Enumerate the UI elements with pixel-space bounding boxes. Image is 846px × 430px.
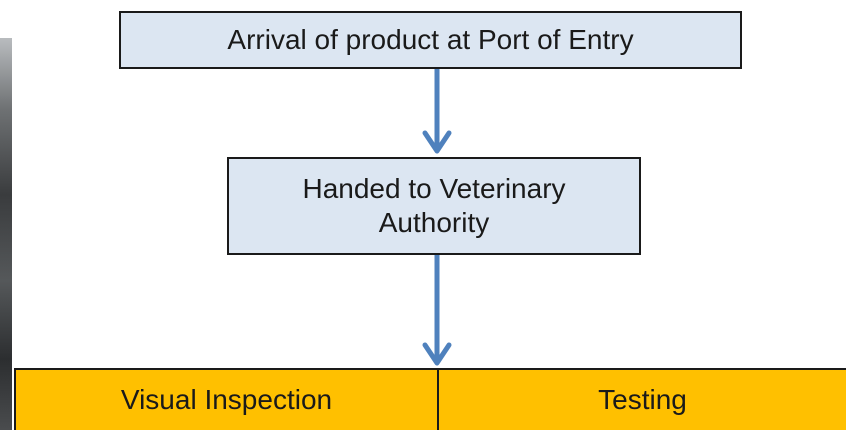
- visual-inspection-cell: Visual Inspection: [16, 370, 437, 430]
- handed-step-label-line1: Handed to Veterinary: [302, 173, 566, 204]
- visual-inspection-label: Visual Inspection: [120, 384, 333, 415]
- cell-divider: [437, 370, 439, 430]
- testing-label: Testing: [598, 384, 687, 415]
- handed-step-box: Handed to Veterinary Authority: [227, 157, 641, 255]
- background-photo-edge: [0, 38, 12, 430]
- testing-cell: Testing: [439, 370, 846, 430]
- handed-step-label-line2: Authority: [378, 207, 490, 238]
- inspection-options-bar: Visual Inspection Testing: [14, 368, 846, 430]
- arrival-step-label: Arrival of product at Port of Entry: [227, 24, 634, 55]
- arrival-step-box: Arrival of product at Port of Entry: [119, 11, 742, 69]
- arrow-arrival-to-handed: [422, 69, 452, 154]
- arrow-handed-to-checks: [422, 255, 452, 366]
